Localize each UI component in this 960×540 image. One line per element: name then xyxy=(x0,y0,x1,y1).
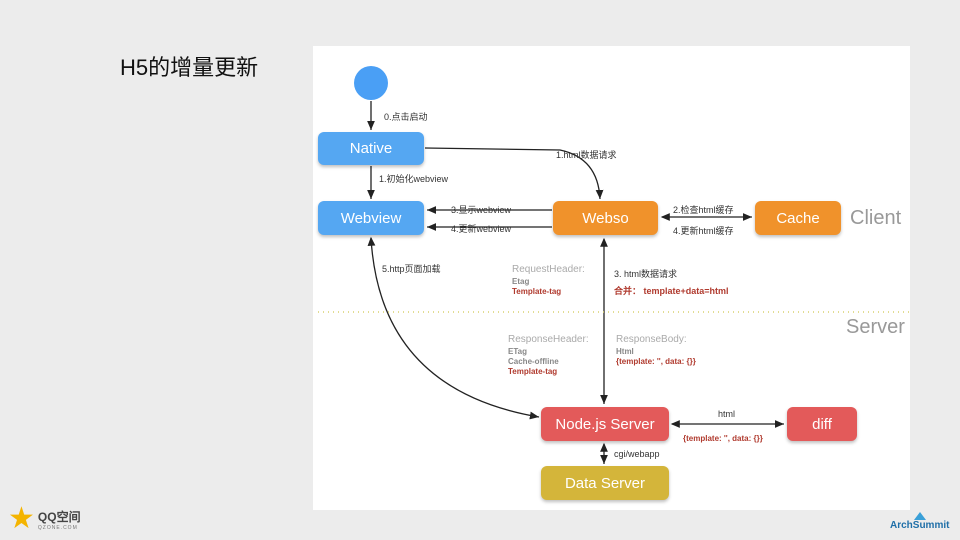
qzone-logo: ★ QQ空间 QZONE.COM xyxy=(8,504,81,534)
cgi-label: cgi/webapp xyxy=(614,449,660,459)
diff-html-label: html xyxy=(718,409,736,419)
request-template-tag: Template-tag xyxy=(512,287,562,296)
response-template-tag: Template-tag xyxy=(508,367,558,376)
mountain-icon xyxy=(913,512,926,520)
qzone-logo-sub: QZONE.COM xyxy=(37,524,78,531)
update-webview-label: 4.更新webview xyxy=(451,224,512,234)
init-webview-label: 1.初始化webview xyxy=(379,174,449,184)
response-json: {template: '', data: {}} xyxy=(616,357,696,366)
nodejs-server-node: Node.js Server xyxy=(541,407,669,441)
webso-node: Webso xyxy=(553,201,658,235)
response-body-label: ResponseBody: xyxy=(616,334,687,345)
archsummit-logo-text: ArchSummit xyxy=(890,520,950,531)
start-circle xyxy=(354,66,388,100)
slide-title: H5的增量更新 xyxy=(120,55,259,80)
http-load-label: 5.http页面加载 xyxy=(382,264,441,274)
server-zone-label: Server xyxy=(846,316,905,338)
show-webview-label: 3.显示webview xyxy=(451,205,512,215)
update-cache-label: 4.更新html缓存 xyxy=(673,226,734,236)
diff-json-label: {template: '', data: {}} xyxy=(683,434,763,443)
check-cache-label: 2.检查html缓存 xyxy=(673,205,734,215)
request-etag: Etag xyxy=(512,277,530,286)
response-header-label: ResponseHeader: xyxy=(508,334,589,345)
response-etag: ETag xyxy=(508,347,527,356)
response-cache-offline: Cache-offline xyxy=(508,357,559,366)
request-header-label: RequestHeader: xyxy=(512,264,585,275)
star-icon: ★ xyxy=(8,502,35,535)
diff-node: diff xyxy=(787,407,857,441)
archsummit-logo: ArchSummit xyxy=(890,512,949,531)
qzone-logo-text: QQ空间 xyxy=(37,509,81,524)
cache-node: Cache xyxy=(755,201,841,235)
data-server-node: Data Server xyxy=(541,466,669,500)
client-zone-label: Client xyxy=(850,207,902,229)
html-request3-label: 3. html数据请求 xyxy=(614,269,678,279)
response-html: Html xyxy=(616,347,634,356)
merge-label: 合并： template+data=html xyxy=(614,286,729,296)
start-label: 0.点击启动 xyxy=(384,112,428,122)
native-node: Native xyxy=(318,132,424,165)
html-request-label: 1.html数据请求 xyxy=(556,150,617,160)
webview-node: Webview xyxy=(318,201,424,235)
